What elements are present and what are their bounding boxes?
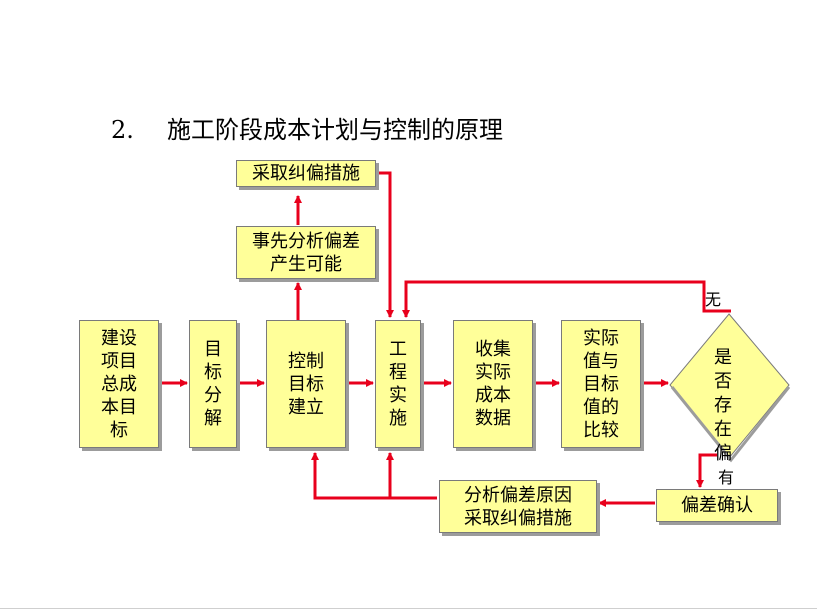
page-title: 2. 施工阶段成本计划与控制的原理: [111, 110, 503, 145]
arrow-decision-to-confirm: [696, 453, 717, 488]
decompose-text: 目 标 分 解: [204, 339, 222, 429]
collect-data-box: 收集 实际 成本 数据: [453, 320, 533, 448]
compare-text: 实际 值与 目标 值的 比较: [583, 327, 619, 441]
confirm-box: 偏差确认: [656, 489, 778, 522]
title-text: 施工阶段成本计划与控制的原理: [167, 116, 503, 144]
top-action-box: 采取纠偏措施: [236, 160, 376, 187]
yes-deviation-label: 有: [718, 468, 735, 487]
decision-text: 是 否 存 在 偏: [714, 347, 732, 464]
analyze-cause-box: 分析偏差原因 采取纠偏措施: [439, 480, 597, 533]
no-deviation-label: 无: [705, 290, 722, 309]
top-action-text: 采取纠偏措施: [252, 163, 360, 184]
collect-data-text: 收集 实际 成本 数据: [475, 339, 511, 429]
project-target-text: 建设 项目 总成 本目 标: [101, 327, 137, 441]
project-target-box: 建设 项目 总成 本目 标: [79, 320, 159, 448]
confirm-text: 偏差确认: [681, 495, 753, 516]
control-target-text: 控制 目标 建立: [288, 350, 324, 418]
slide-divider: [0, 608, 817, 609]
arrow-analyze-to-control: [311, 452, 437, 500]
compare-box: 实际 值与 目标 值的 比较: [561, 320, 641, 448]
pre-analysis-text: 事先分析偏差 产生可能: [252, 230, 360, 275]
title-number: 2.: [111, 116, 134, 144]
implementation-box: 工 程 实 施: [375, 320, 421, 448]
implementation-text: 工 程 实 施: [389, 339, 407, 429]
decompose-box: 目 标 分 解: [189, 320, 237, 448]
arrow-no-deviation-loop: [402, 280, 731, 318]
arrow-action-to-implementation: [378, 171, 394, 318]
control-target-box: 控制 目标 建立: [266, 320, 346, 448]
analyze-cause-text: 分析偏差原因 采取纠偏措施: [464, 484, 572, 529]
pre-analysis-box: 事先分析偏差 产生可能: [236, 226, 376, 279]
